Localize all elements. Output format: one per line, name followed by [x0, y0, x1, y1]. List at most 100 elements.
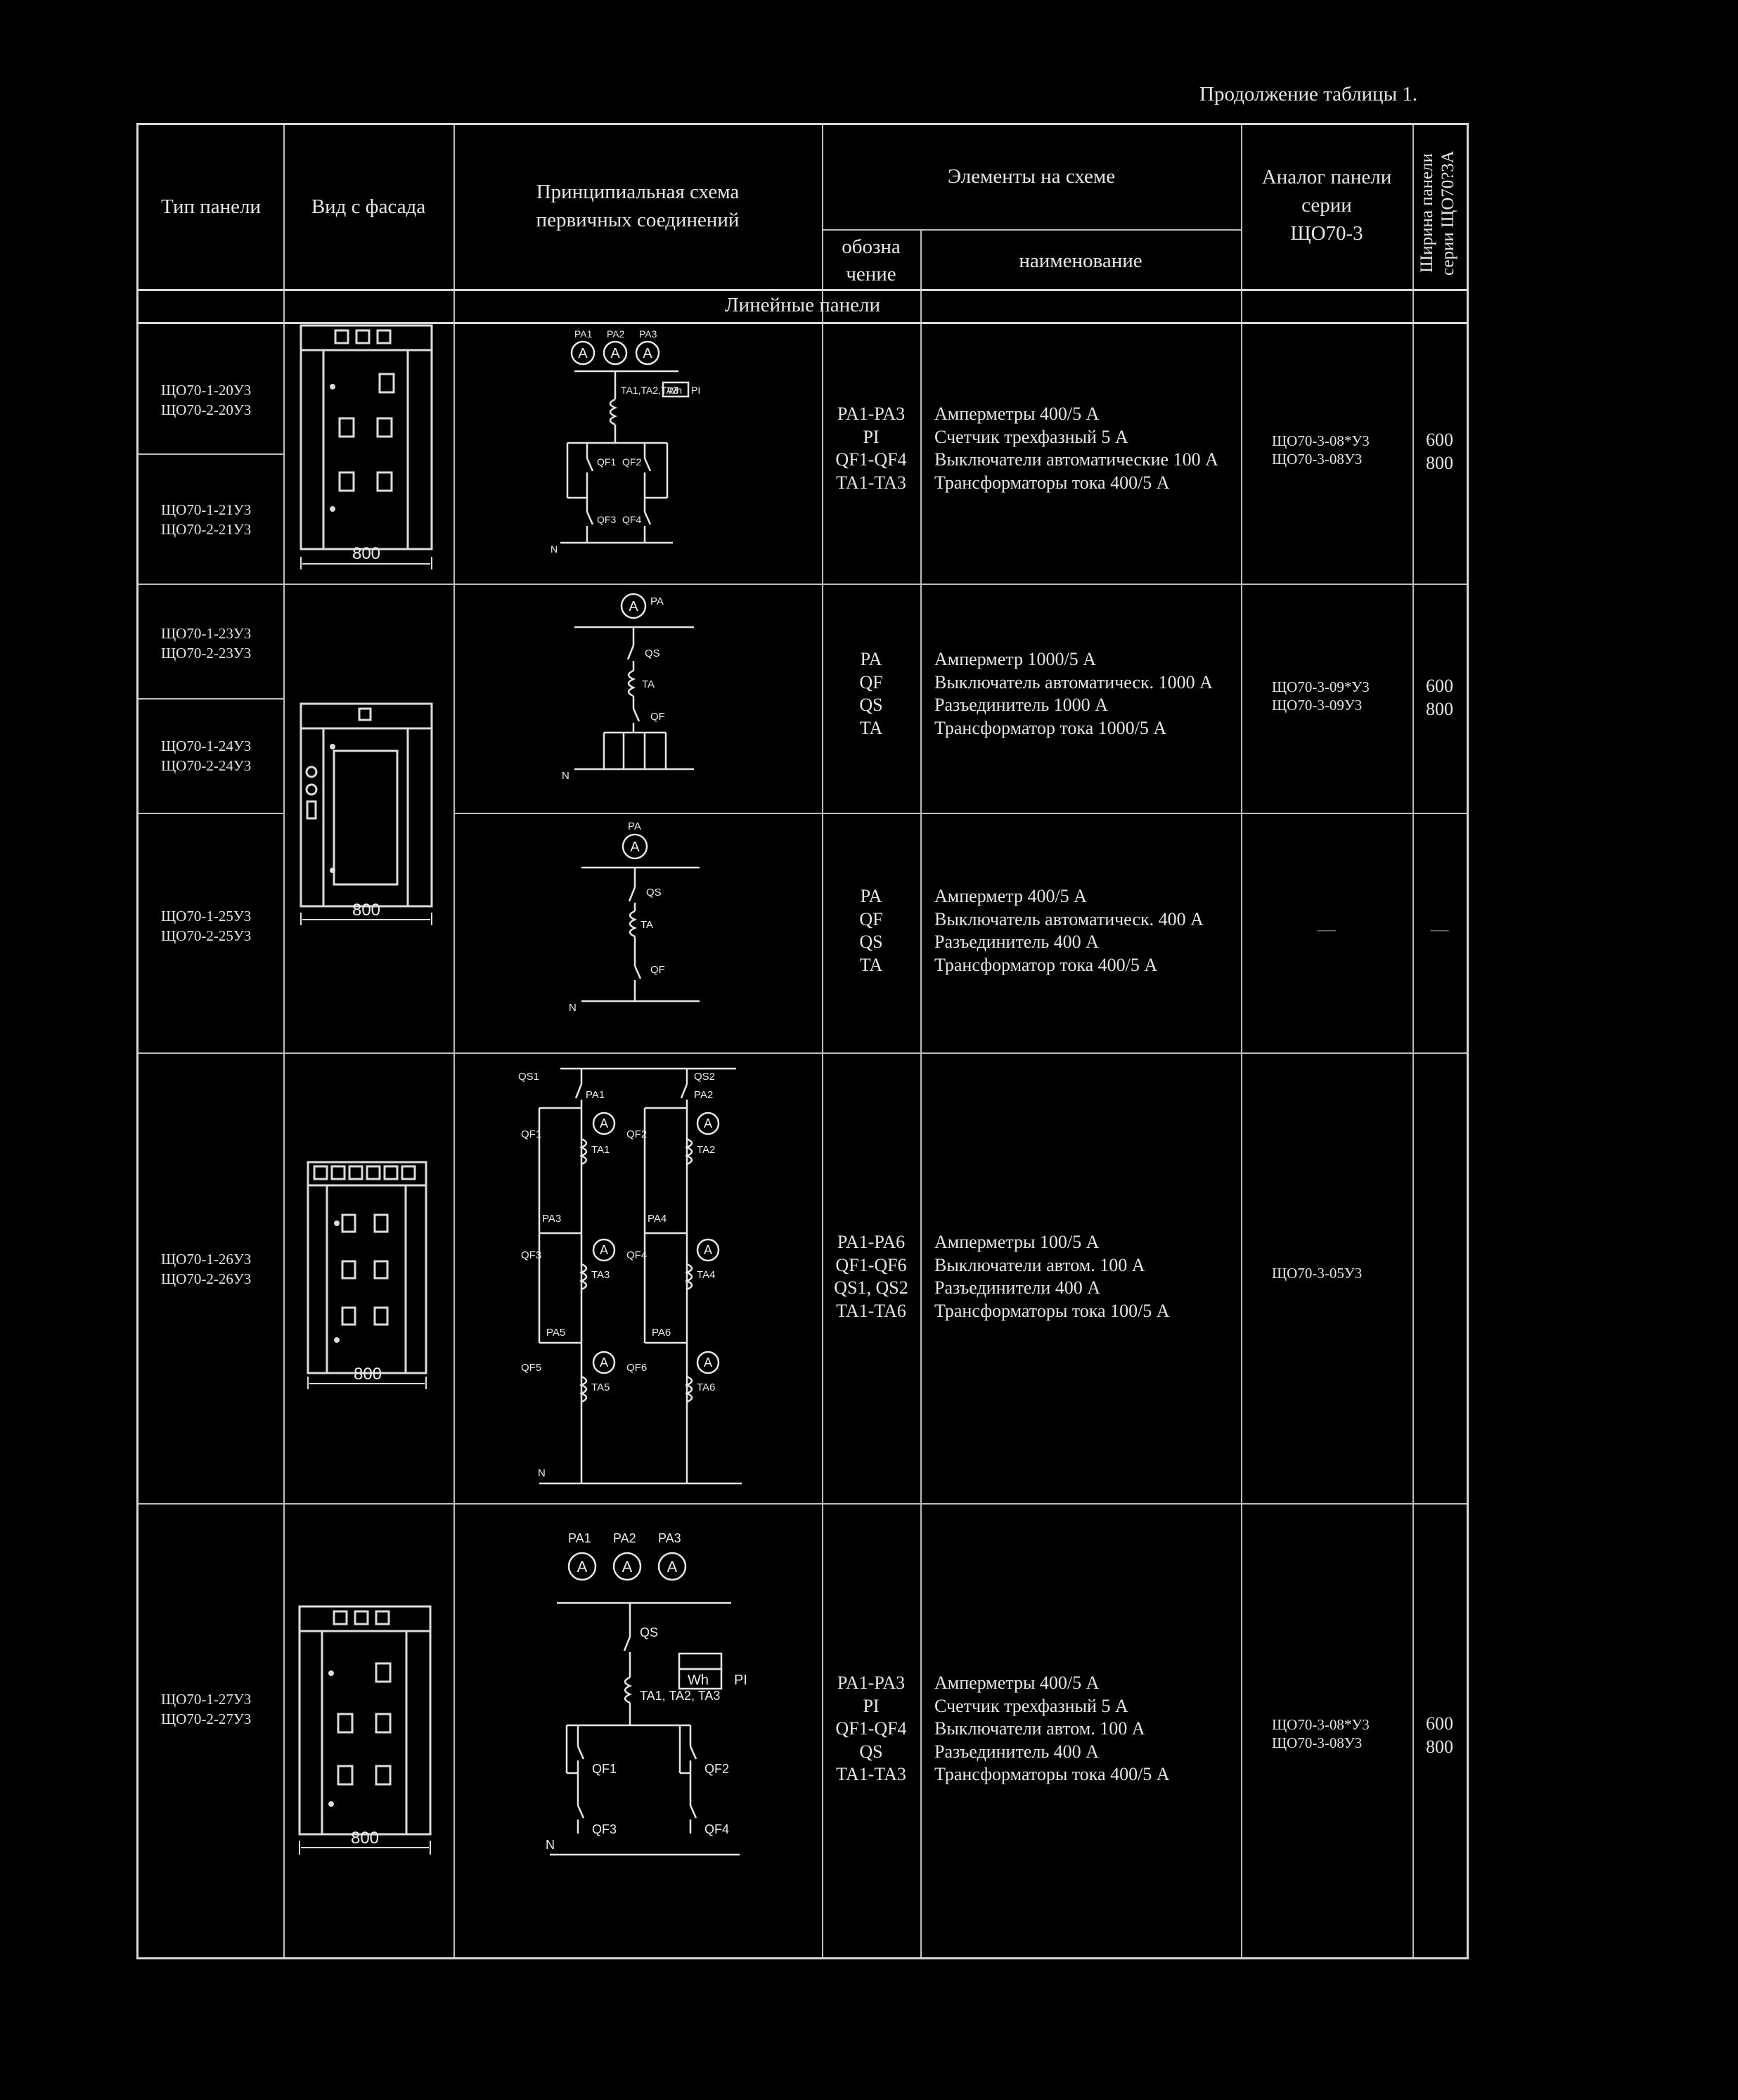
svg-text:Wh: Wh [688, 1673, 709, 1688]
svg-text:QF4: QF4 [626, 1249, 647, 1261]
svg-text:QF4: QF4 [622, 514, 641, 525]
type-label: ЩО70-1-21У3 [161, 501, 252, 518]
svg-text:A: A [600, 1116, 608, 1130]
header-scheme-line1: Принципиальная схема [536, 181, 740, 203]
svg-text:QS1: QS1 [518, 1071, 539, 1083]
scheme-diagram-2: A PA QS TA QF N [562, 593, 694, 782]
svg-text:QF1: QF1 [597, 456, 616, 468]
type-label: ЩО70-2-23У3 [161, 645, 252, 662]
type-label: ЩО70-2-24У3 [161, 757, 252, 774]
svg-text:QS: QS [645, 648, 660, 659]
svg-text:A: A [577, 1558, 588, 1576]
svg-text:PA1: PA1 [574, 328, 593, 340]
svg-text:TA1,TA2,TA3: TA1,TA2,TA3 [621, 385, 678, 396]
svg-text:PA: PA [628, 820, 641, 832]
ammeter-symbol: A [630, 839, 640, 855]
header-width: Ширина панели серии ЩО70?3А [1417, 150, 1457, 276]
svg-text:TA: TA [642, 678, 655, 690]
svg-text:QF: QF [650, 711, 665, 723]
dimension-label: 800 [351, 1829, 379, 1848]
header-scheme-line2: первичных соединений [536, 209, 740, 231]
type-label: ЩО70-2-21У3 [161, 521, 252, 538]
svg-text:A: A [704, 1243, 712, 1257]
header-name: наименование [1019, 250, 1142, 272]
analog-cell: ЩО70-3-05У3 [1272, 1265, 1363, 1282]
header-analog-line2: серии [1301, 194, 1352, 217]
type-label: ЩО70-1-26У3 [161, 1251, 252, 1268]
header-type: Тип панели [160, 195, 262, 218]
header-facade: Вид с фасада [311, 195, 426, 218]
dimension-label: 800 [354, 1365, 382, 1384]
header-analog-line1: Аналог панели [1261, 166, 1392, 188]
svg-text:PI: PI [691, 385, 700, 396]
svg-text:Wh: Wh [667, 385, 682, 396]
facade-dimension-2: 800 [300, 901, 432, 925]
scheme-diagram-3: A PA QS TA QF N [569, 820, 700, 1014]
svg-text:TA1, TA2, TA3: TA1, TA2, TA3 [640, 1689, 720, 1703]
svg-text:TA6: TA6 [697, 1381, 715, 1393]
svg-text:PA3: PA3 [542, 1213, 561, 1225]
svg-text:QF: QF [650, 964, 665, 976]
svg-text:A: A [704, 1116, 712, 1130]
svg-text:N: N [569, 1002, 577, 1014]
type-label: ЩО70-2-26У3 [161, 1270, 252, 1287]
width-cell: — [1430, 919, 1449, 939]
svg-text:PA4: PA4 [648, 1213, 667, 1225]
facade-drawing-5: 800 [298, 1605, 432, 1855]
svg-text:A: A [600, 1355, 608, 1370]
type-label: ЩО70-1-23У3 [161, 625, 252, 642]
svg-text:PI: PI [734, 1673, 747, 1688]
svg-text:PA1: PA1 [568, 1531, 591, 1545]
svg-text:TA: TA [641, 919, 653, 931]
svg-text:TA2: TA2 [697, 1144, 715, 1156]
svg-text:A: A [600, 1243, 608, 1257]
ammeter-symbol: A [578, 346, 588, 361]
dimension-label: 800 [352, 544, 380, 563]
type-label: ЩО70-1-20У3 [161, 382, 252, 399]
svg-text:TA5: TA5 [591, 1381, 610, 1393]
dimension-label: 800 [352, 901, 380, 920]
type-label: ЩО70-1-25У3 [161, 908, 252, 925]
svg-text:QF6: QF6 [626, 1362, 647, 1374]
type-label: ЩО70-2-25У3 [161, 927, 252, 944]
svg-text:QF1: QF1 [521, 1128, 541, 1140]
svg-text:QF2: QF2 [704, 1762, 729, 1776]
svg-text:N: N [562, 770, 569, 782]
svg-text:TA3: TA3 [591, 1269, 610, 1281]
svg-text:N: N [551, 543, 558, 555]
svg-text:PA: PA [650, 595, 664, 607]
facade-drawing-2 [300, 702, 433, 908]
header-designation-line2: чение [846, 263, 896, 285]
table-caption: Продолжение таблицы 1. [1199, 83, 1418, 105]
svg-text:QS: QS [646, 887, 662, 898]
svg-text:QF3: QF3 [597, 514, 616, 525]
svg-text:QF1: QF1 [592, 1762, 617, 1776]
header-elements: Элементы на схеме [947, 165, 1116, 188]
svg-text:PA2: PA2 [607, 328, 625, 340]
svg-text:TA4: TA4 [697, 1269, 715, 1281]
svg-text:N: N [546, 1838, 555, 1852]
svg-text:QS2: QS2 [694, 1071, 715, 1083]
svg-text:PA5: PA5 [546, 1327, 565, 1339]
svg-text:PA3: PA3 [658, 1531, 681, 1545]
svg-text:QF4: QF4 [704, 1822, 729, 1836]
svg-text:PA3: PA3 [639, 328, 657, 340]
svg-text:A: A [622, 1558, 633, 1576]
panel-table: Тип панели Вид с фасада Принципиальная с… [136, 123, 1469, 1959]
svg-text:QF3: QF3 [521, 1249, 541, 1261]
